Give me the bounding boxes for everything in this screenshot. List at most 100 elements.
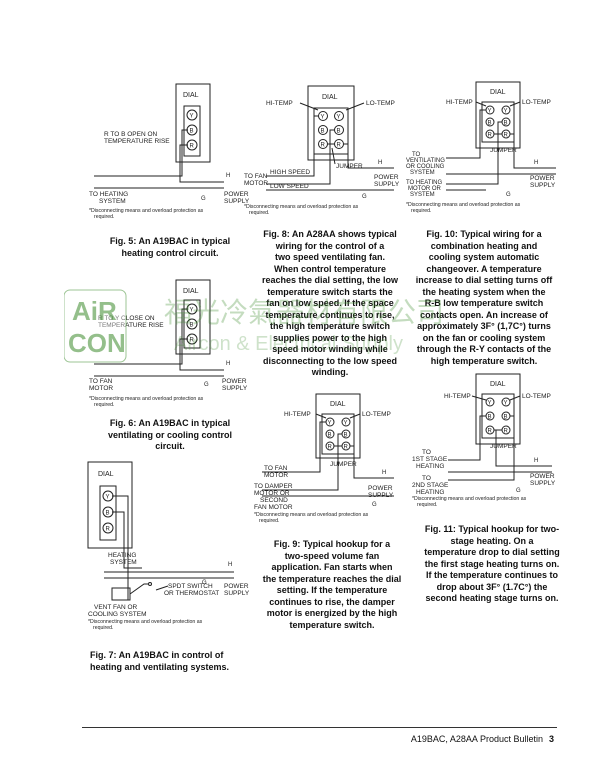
svg-text:HEATING: HEATING [108, 552, 136, 559]
svg-text:HIGH SPEED: HIGH SPEED [270, 169, 310, 176]
svg-text:LO-TEMP: LO-TEMP [362, 411, 391, 418]
svg-text:DIAL: DIAL [98, 471, 114, 478]
svg-text:DIAL: DIAL [490, 89, 506, 96]
fig9-diagram: DIAL Y Y B B R R HI-TEMP LO-TEMP JUMPER … [254, 393, 414, 534]
svg-text:R: R [328, 445, 333, 451]
svg-text:*Disconnecting means and overl: *Disconnecting means and overload protec… [89, 396, 204, 402]
svg-text:G: G [372, 502, 377, 508]
svg-text:Y: Y [106, 495, 110, 501]
svg-text:B: B [504, 121, 508, 127]
svg-text:H: H [382, 470, 386, 476]
svg-text:HI-TEMP: HI-TEMP [266, 100, 293, 107]
svg-text:G: G [202, 580, 207, 586]
svg-text:POWER: POWER [222, 378, 247, 385]
svg-text:G: G [204, 382, 209, 388]
svg-text:G: G [362, 194, 367, 200]
svg-text:VENTILATING: VENTILATING [406, 158, 445, 164]
svg-text:*Disconnecting means and overl: *Disconnecting means and overload protec… [244, 204, 359, 210]
svg-text:H: H [226, 361, 230, 367]
svg-text:DIAL: DIAL [183, 92, 199, 99]
svg-text:OR THERMOSTAT: OR THERMOSTAT [164, 590, 219, 597]
svg-text:SUPPLY: SUPPLY [530, 182, 556, 189]
svg-text:HI-TEMP: HI-TEMP [446, 99, 473, 106]
svg-text:TO HEATING: TO HEATING [89, 191, 128, 198]
page-number: 3 [548, 734, 554, 744]
svg-text:TO: TO [422, 449, 431, 456]
svg-text:LO-TEMP: LO-TEMP [366, 100, 395, 107]
svg-text:Y: Y [344, 421, 348, 427]
svg-text:R: R [488, 429, 493, 435]
svg-text:R: R [337, 143, 342, 149]
svg-text:HEATING: HEATING [416, 463, 444, 470]
svg-text:POWER: POWER [368, 485, 393, 492]
svg-text:POWER: POWER [224, 583, 249, 590]
svg-text:R: R [190, 338, 195, 344]
svg-text:TO HEATING: TO HEATING [406, 180, 442, 186]
svg-text:required.: required. [94, 402, 114, 408]
svg-text:LOW SPEED: LOW SPEED [270, 183, 309, 190]
fig11-caption: Fig. 11: Typical hookup for two-stage he… [424, 524, 560, 603]
svg-text:DIAL: DIAL [322, 94, 338, 101]
svg-text:B: B [337, 129, 341, 135]
svg-text:B: B [488, 121, 492, 127]
svg-text:*Disconnecting means and overl: *Disconnecting means and overload protec… [412, 496, 527, 502]
svg-text:H: H [226, 173, 230, 179]
svg-text:VENT FAN OR: VENT FAN OR [94, 604, 138, 611]
svg-text:Y: Y [321, 115, 325, 121]
svg-text:JUMPER: JUMPER [490, 443, 517, 450]
svg-text:SYSTEM: SYSTEM [410, 192, 435, 198]
svg-text:*Disconnecting means and overl: *Disconnecting means and overload protec… [406, 202, 521, 208]
svg-text:B: B [321, 129, 325, 135]
svg-text:required.: required. [411, 208, 431, 214]
svg-text:SUPPLY: SUPPLY [224, 590, 250, 597]
svg-text:POWER: POWER [530, 473, 555, 480]
svg-text:B: B [106, 511, 110, 517]
svg-text:SUPPLY: SUPPLY [222, 385, 248, 392]
svg-text:Y: Y [190, 114, 194, 120]
svg-text:HI-TEMP: HI-TEMP [444, 393, 471, 400]
svg-text:HEATING: HEATING [416, 489, 444, 496]
footer-rule [82, 727, 557, 728]
svg-text:*Disconnecting means and overl: *Disconnecting means and overload protec… [254, 512, 369, 518]
svg-text:DIAL: DIAL [330, 401, 346, 408]
svg-text:JUMPER: JUMPER [330, 461, 357, 468]
svg-text:R: R [488, 133, 493, 139]
svg-text:B: B [190, 129, 194, 135]
svg-text:required.: required. [259, 518, 279, 524]
svg-text:JUMPER: JUMPER [490, 147, 517, 154]
svg-text:H: H [534, 458, 538, 464]
svg-text:R: R [106, 527, 111, 533]
svg-text:TO: TO [422, 475, 431, 482]
svg-text:R: R [344, 445, 349, 451]
svg-text:DIAL: DIAL [183, 288, 199, 295]
svg-text:POWER: POWER [530, 175, 555, 182]
svg-text:H: H [378, 160, 382, 166]
svg-text:MOTOR OR: MOTOR OR [408, 186, 442, 192]
svg-text:COOLING SYSTEM: COOLING SYSTEM [88, 611, 147, 618]
fig8-diagram: DIAL Y Y B B R R HI-TEMP LO-TEMP JUMPER … [244, 84, 409, 224]
svg-text:MOTOR: MOTOR [264, 472, 288, 479]
fig5-diagram: DIAL Y B R R TO B OPEN ON TEMPERATURE RI… [84, 83, 250, 224]
svg-text:required.: required. [417, 502, 437, 508]
svg-text:MOTOR OR: MOTOR OR [254, 490, 290, 497]
svg-text:B: B [344, 433, 348, 439]
fig7-diagram: DIAL Y B R HEATING SYSTEM H POWER SUPPLY… [84, 460, 250, 631]
svg-text:TO FAN: TO FAN [89, 378, 113, 385]
svg-text:MOTOR: MOTOR [244, 180, 268, 187]
svg-text:LO-TEMP: LO-TEMP [522, 393, 551, 400]
svg-text:B: B [190, 323, 194, 329]
svg-text:FAN MOTOR: FAN MOTOR [254, 504, 293, 511]
svg-text:LO-TEMP: LO-TEMP [522, 99, 551, 106]
svg-text:R: R [504, 133, 509, 139]
svg-text:required.: required. [94, 214, 114, 220]
svg-text:SECOND: SECOND [260, 497, 288, 504]
svg-text:JUMPER: JUMPER [336, 163, 363, 170]
svg-text:SUPPLY: SUPPLY [374, 181, 400, 188]
svg-text:H: H [228, 562, 232, 568]
svg-text:TO FAN: TO FAN [264, 465, 288, 472]
